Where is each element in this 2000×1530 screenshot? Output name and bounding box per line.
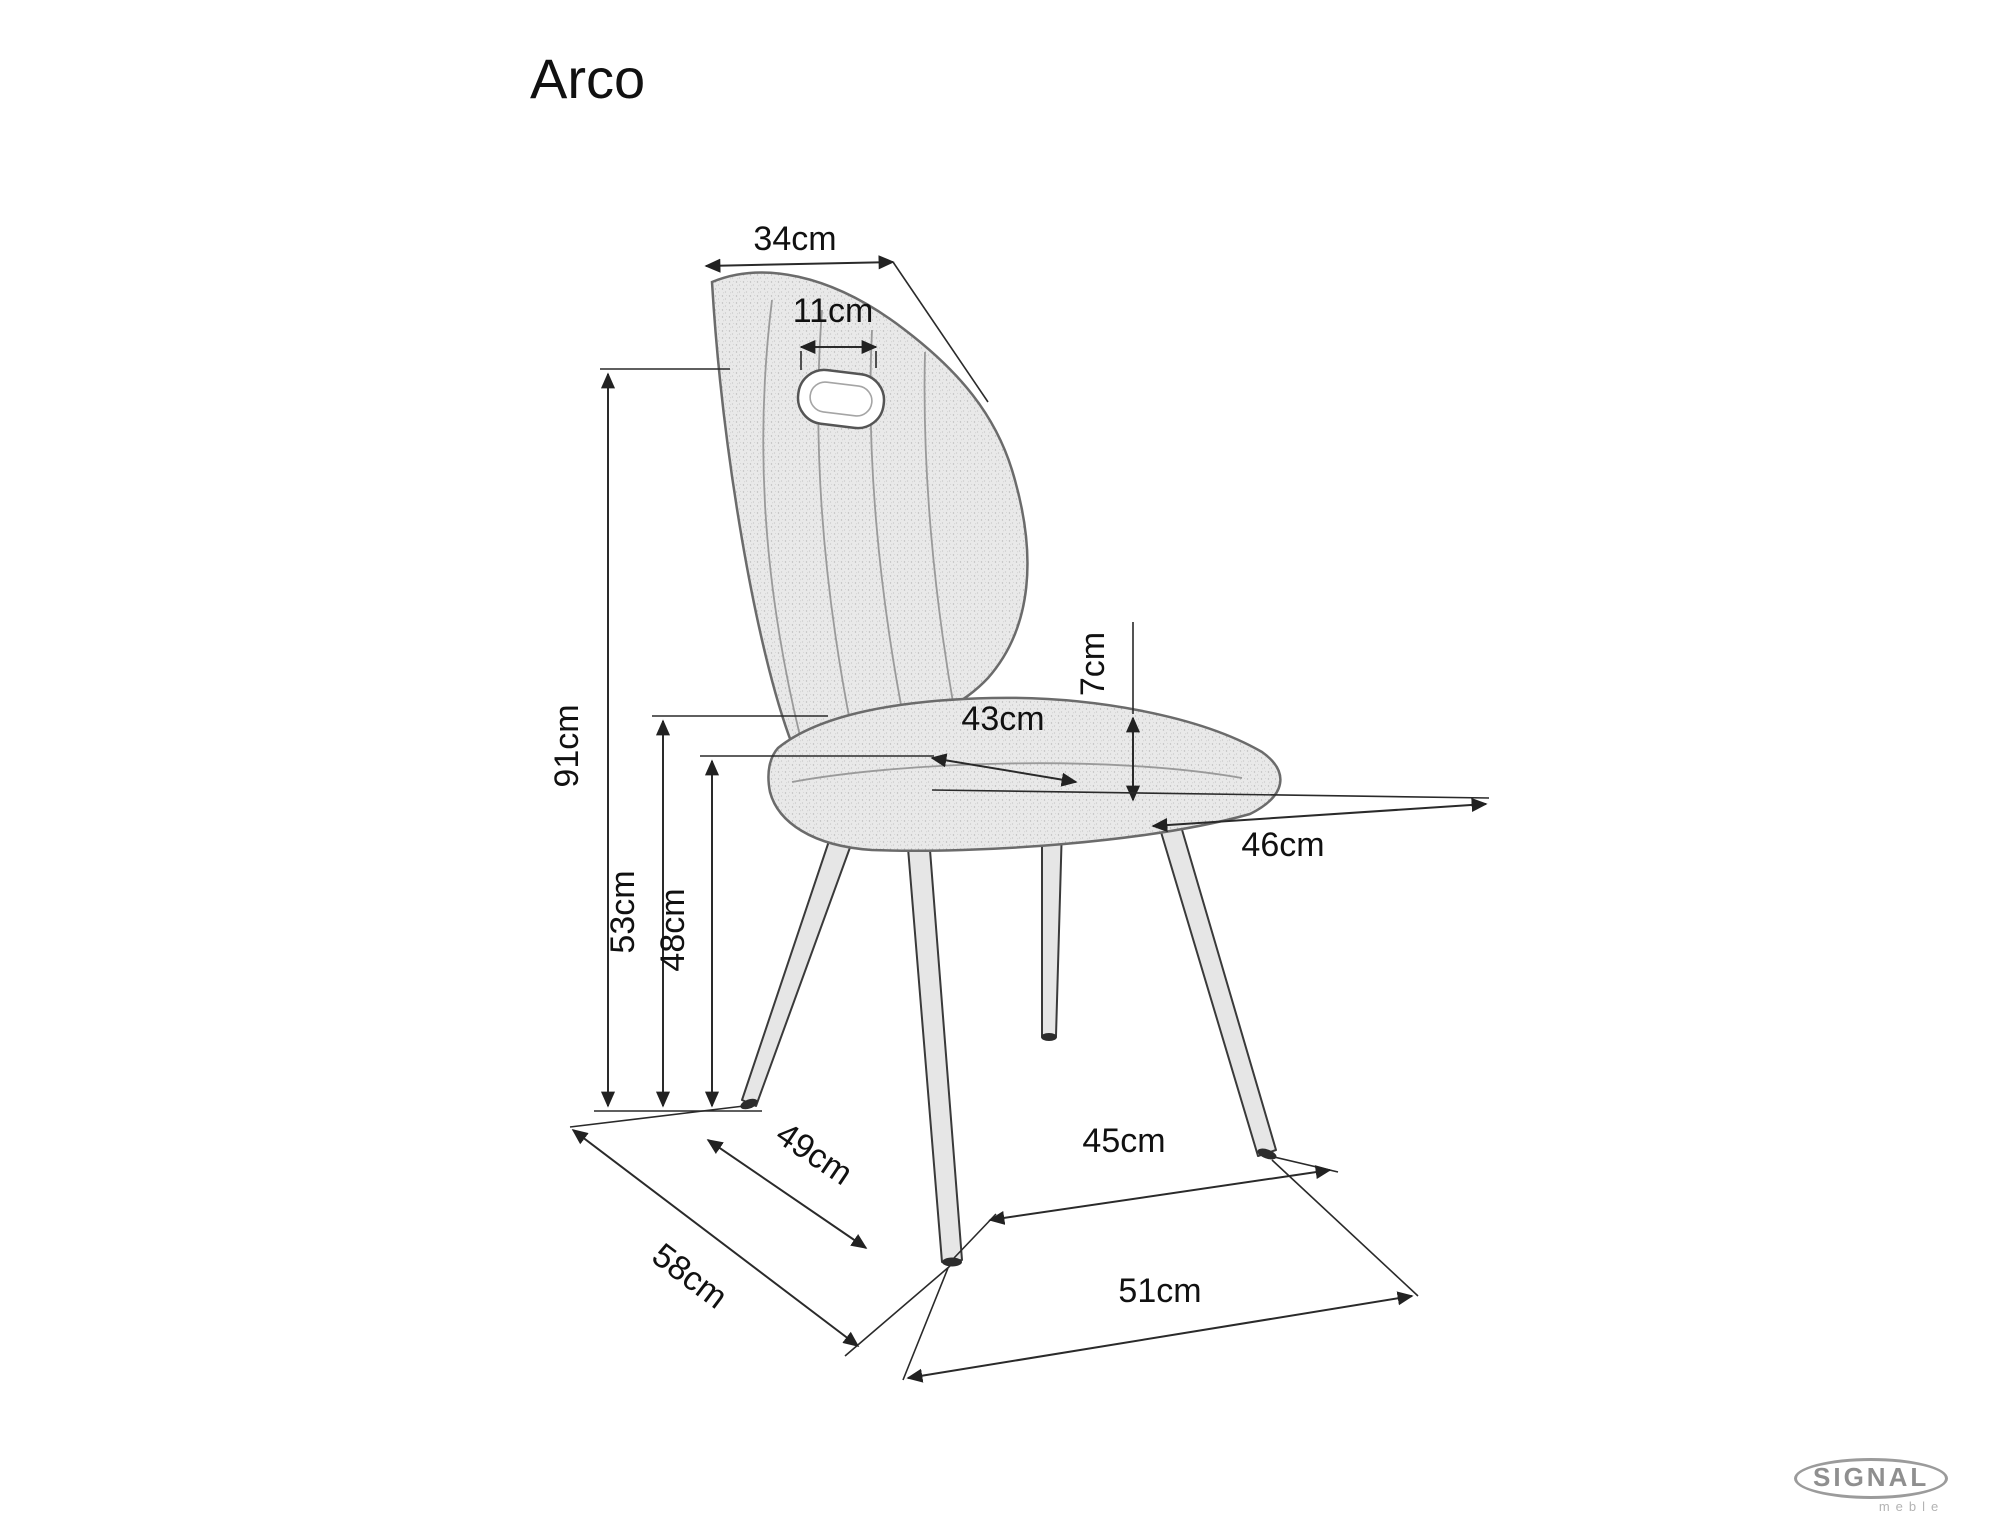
leg-cap-icon — [740, 1098, 758, 1110]
chair-leg-back-right — [1041, 825, 1063, 1037]
dim-leg-depth-inner: 49cm — [706, 1115, 868, 1249]
chair-backrest — [710, 271, 1029, 746]
signal-logo: SIGNAL meble — [1794, 1458, 1949, 1514]
leg-cap-icon — [1041, 1033, 1057, 1041]
dim-handle-width: 11cm — [793, 292, 878, 370]
dim-label-base-depth: 58cm — [645, 1236, 734, 1316]
dim-label-base-width: 51cm — [1118, 1272, 1201, 1310]
chair-leg-front-left — [741, 837, 853, 1107]
handle-cutout — [796, 368, 886, 430]
dim-front-leg-spacing: 45cm — [953, 1122, 1339, 1259]
dim-back-top-width: 34cm — [704, 220, 989, 403]
dim-seat-height-back: 53cm — [604, 715, 828, 1108]
dim-label-handle-width: 11cm — [793, 292, 874, 330]
dim-label-seat-height-back: 53cm — [604, 870, 642, 953]
chair-leg-back-left — [907, 847, 963, 1263]
dim-label-total-height: 91cm — [548, 704, 586, 787]
dim-total-height: 91cm — [548, 368, 730, 1108]
chair-legs — [740, 815, 1277, 1267]
dim-label-leg-depth-inner: 49cm — [769, 1115, 859, 1193]
dim-seat-height-front: 48cm — [654, 755, 934, 1108]
dim-seat-width: 46cm — [931, 789, 1490, 864]
dim-label-back-top-width: 34cm — [753, 220, 836, 258]
page-title: Arco — [530, 47, 645, 110]
dim-label-seat-width: 46cm — [1241, 826, 1324, 864]
brand-subname: meble — [1878, 1499, 1945, 1514]
chair-leg-front-right — [1157, 815, 1277, 1157]
dim-cushion-thickness: 7cm — [1074, 622, 1141, 802]
dim-label-front-leg-spacing: 45cm — [1082, 1122, 1165, 1160]
dim-label-cushion-thickness: 7cm — [1074, 632, 1112, 696]
dim-label-seat-depth: 43cm — [961, 700, 1044, 738]
dim-base-width: 51cm — [902, 1159, 1419, 1383]
leg-cap-icon — [942, 1257, 962, 1267]
dim-label-seat-height-front: 48cm — [654, 888, 692, 971]
dim-seat-depth: 43cm — [930, 700, 1078, 787]
dim-base-depth: 58cm — [569, 1105, 951, 1357]
brand-name: SIGNAL — [1794, 1458, 1949, 1499]
